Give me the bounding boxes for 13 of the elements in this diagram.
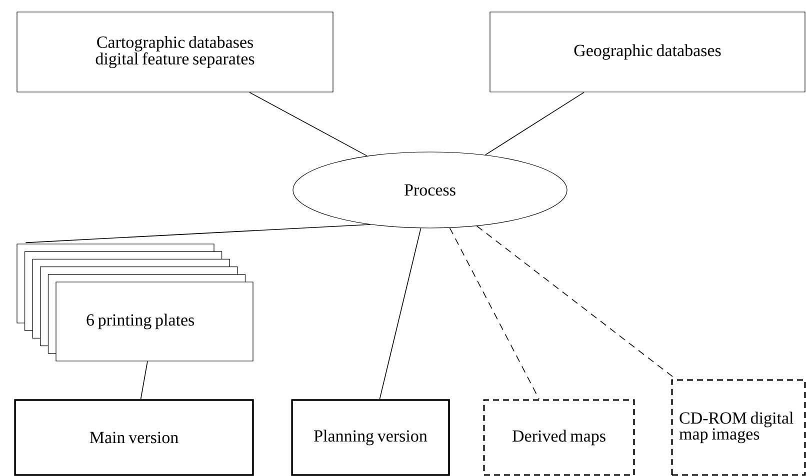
connector-line <box>249 92 368 156</box>
source-box: Geographic databases <box>490 12 806 92</box>
connector-line <box>140 360 148 400</box>
connector-line <box>449 227 540 400</box>
connector-line <box>25 224 371 244</box>
output-box: Planning version <box>291 399 450 476</box>
connector-line <box>379 228 422 400</box>
plate-stack: 6 printing plates <box>16 244 254 362</box>
output-box: Main version <box>14 399 254 476</box>
output-box: Derived maps <box>483 399 635 476</box>
connector-line <box>484 92 584 156</box>
source-box: Cartographic databases digital feature separates <box>16 12 334 92</box>
output-box: CD-ROM digital map images <box>671 379 806 476</box>
